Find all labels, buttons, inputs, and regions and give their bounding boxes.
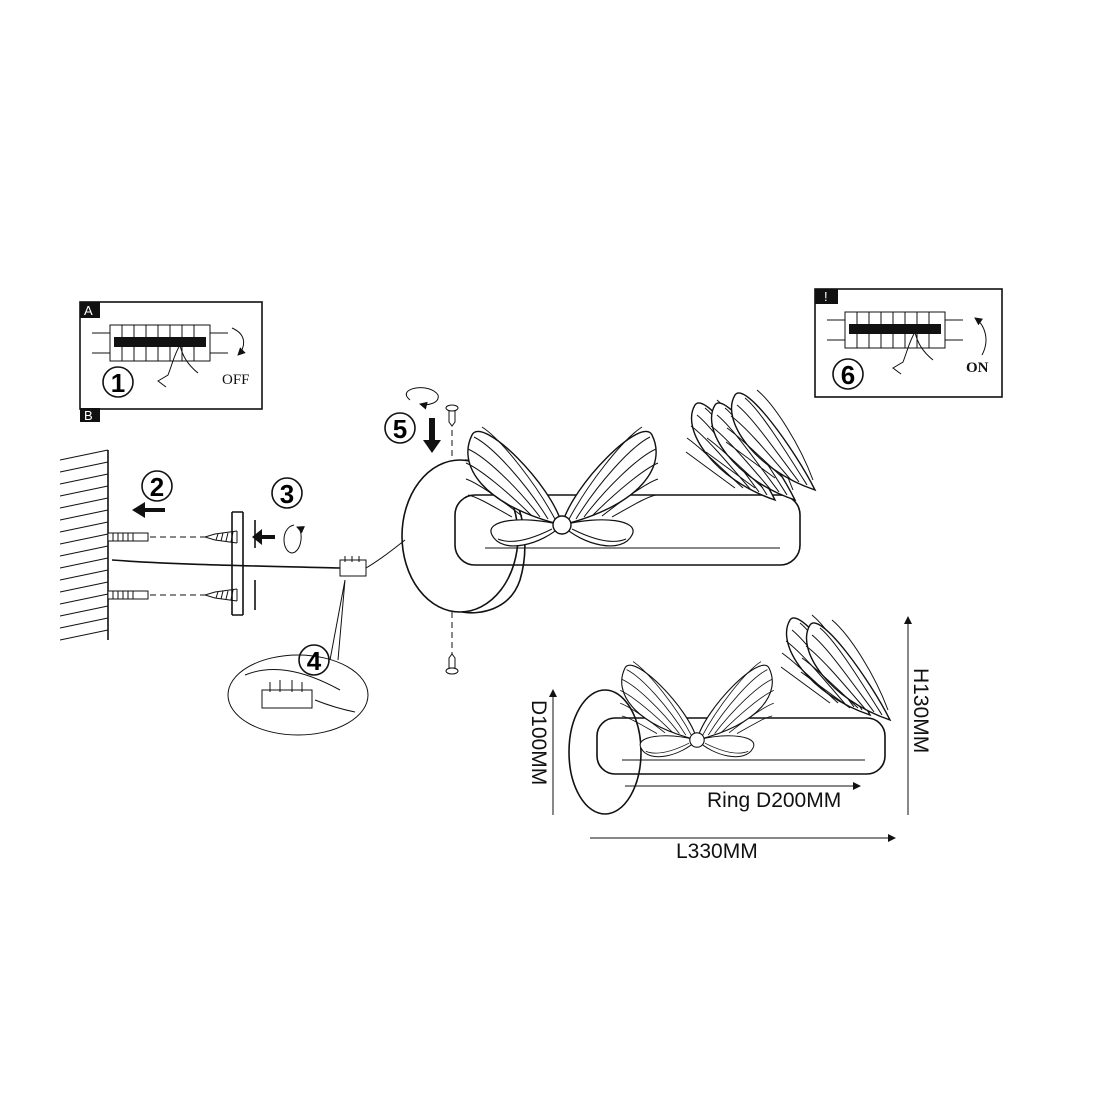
step-number: 3 bbox=[280, 479, 294, 509]
step-2-drill: 2 bbox=[107, 470, 205, 600]
power-off-panel: A B 1 OFF bbox=[79, 301, 263, 423]
arrow-left-icon bbox=[252, 529, 275, 545]
rotate-down-arrow-icon bbox=[231, 327, 246, 356]
butterfly-decoration bbox=[619, 661, 775, 758]
step-4-connect: 4 bbox=[227, 539, 406, 736]
step-5-mount: 5 bbox=[384, 387, 459, 675]
rotate-icon bbox=[406, 387, 439, 410]
connector-callout bbox=[227, 654, 369, 736]
panel-tab: ! bbox=[824, 289, 828, 304]
screw-icon bbox=[445, 404, 459, 427]
wall-anchor-icon bbox=[107, 532, 149, 542]
panel-tab-a: A bbox=[84, 303, 93, 318]
step-number: 5 bbox=[393, 414, 407, 444]
butterfly-decoration bbox=[465, 426, 659, 547]
power-on-panel: ! 6 ON bbox=[814, 288, 1003, 398]
rotate-up-arrow-icon bbox=[974, 317, 987, 356]
step-number: 4 bbox=[307, 646, 322, 676]
wall bbox=[59, 449, 109, 641]
step-3-bracket: 3 bbox=[111, 477, 341, 616]
step-number: 2 bbox=[150, 472, 164, 502]
lamp-dimensions-view: D100MM H130MM Ring D200MM L330MM bbox=[527, 614, 932, 863]
screw-icon bbox=[445, 653, 459, 675]
step-number: 1 bbox=[111, 368, 125, 398]
length-dimension: L330MM bbox=[676, 840, 758, 863]
off-label: OFF bbox=[222, 372, 250, 388]
arrow-left-icon bbox=[132, 502, 165, 518]
depth-dimension: D100MM bbox=[527, 700, 550, 785]
height-dimension: H130MM bbox=[909, 668, 932, 753]
power-wire bbox=[111, 559, 341, 569]
panel-tab-b: B bbox=[84, 408, 93, 423]
lamp-assembly bbox=[401, 389, 816, 614]
rotate-icon bbox=[283, 524, 306, 554]
ring-diameter-dimension: Ring D200MM bbox=[707, 789, 841, 812]
wall-anchor-icon bbox=[107, 590, 149, 600]
on-label: ON bbox=[966, 360, 989, 376]
arrow-down-icon bbox=[423, 418, 441, 453]
step-number: 6 bbox=[841, 360, 855, 390]
